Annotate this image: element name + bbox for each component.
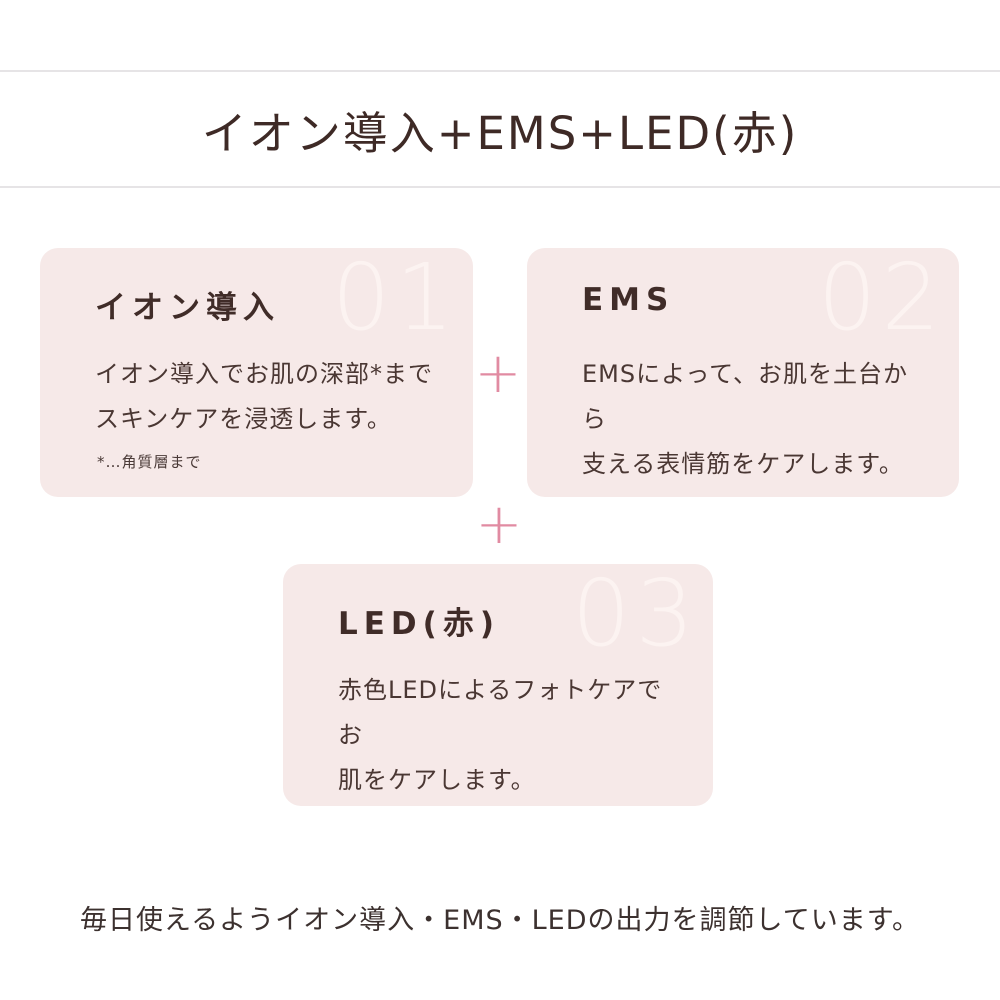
plus-icon: + bbox=[475, 492, 523, 557]
card-number-01: 01 bbox=[331, 248, 459, 351]
card-number-03: 03 bbox=[571, 564, 699, 667]
card-footnote-ion: *…角質層まで bbox=[97, 453, 202, 471]
plus-icon: + bbox=[474, 341, 522, 406]
page-title: イオン導入+EMS+LED(赤) bbox=[201, 106, 799, 160]
card-number-02: 02 bbox=[817, 248, 945, 351]
card-heading-ems: EMS bbox=[582, 282, 675, 318]
card-body-ems: EMSによって、お肌を土台から 支える表情筋をケアします。 bbox=[582, 360, 908, 478]
feature-card-led: 03 LED(赤) 赤色LEDによるフォトケアでお 肌をケアします。 bbox=[283, 564, 713, 806]
feature-card-ion: 01 イオン導入 イオン導入でお肌の深部*まで スキンケアを浸透します。 *…角… bbox=[40, 248, 473, 497]
title-band: イオン導入+EMS+LED(赤) bbox=[0, 70, 1000, 188]
card-body-ion: イオン導入でお肌の深部*まで スキンケアを浸透します。 bbox=[95, 360, 433, 433]
card-heading-led: LED(赤) bbox=[338, 606, 500, 642]
footer-caption: 毎日使えるようイオン導入・EMS・LEDの出力を調節しています。 bbox=[79, 905, 921, 936]
card-body-led: 赤色LEDによるフォトケアでお 肌をケアします。 bbox=[338, 676, 663, 794]
card-heading-ion: イオン導入 bbox=[95, 290, 280, 326]
feature-card-ems: 02 EMS EMSによって、お肌を土台から 支える表情筋をケアします。 bbox=[527, 248, 959, 497]
